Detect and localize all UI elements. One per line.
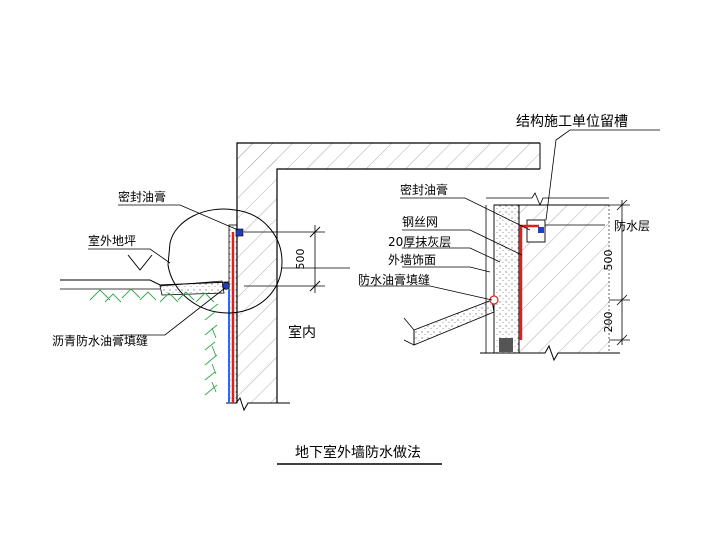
dimension-right [609,199,630,346]
left-detail: 500 密封油膏 室外地坪 沥青防水油膏填缝 室内 [52,142,541,412]
right-detail: 500 200 结构施工单位留槽 密封油膏 钢丝网 20厚抹灰层 外墙饰面 防水… [358,114,660,362]
label-seal-paste: 密封油膏 [118,189,166,204]
label-indoor: 室内 [288,324,316,341]
soil-hatch [89,288,219,396]
right-ground-slab [413,299,495,346]
base-block [499,338,513,352]
dimension-label: 500 [294,249,307,270]
fill-joint-mark [489,295,499,305]
dimension-500-left: 500 [244,225,325,293]
label-steel-mesh: 钢丝网 [402,215,438,229]
leader-lines-left [88,204,350,336]
label-plaster-layer: 20厚抹灰层 [388,235,451,249]
label-outdoor-ground: 室外地坪 [88,233,136,248]
break-mark-bottom [480,344,620,362]
label-waterproof-fill: 防水油膏填缝 [358,272,430,287]
dimension-500-label: 500 [602,250,615,271]
label-structure-groove: 结构施工单位留槽 [516,114,628,130]
wall-structure [226,142,541,412]
leader-lines-right [360,129,660,301]
label-waterproof-layer: 防水层 [614,218,650,233]
drawing-title: 地下室外墙防水做法 [277,444,442,465]
right-wall-structure [518,204,610,353]
label-exterior-finish: 外墙饰面 [388,253,436,267]
right-seal-mark [538,227,544,233]
detail-circle [167,208,283,314]
label-seal-paste-right: 密封油膏 [400,182,448,197]
dimension-200-label: 200 [602,312,615,333]
ground-slab [60,254,230,296]
seal-paste-mark [235,228,244,237]
label-asphalt-fill: 沥青防水油膏填缝 [52,333,148,348]
plaster-layer [493,204,520,354]
break-mark-top [486,192,609,207]
title-text: 地下室外墙防水做法 [295,444,421,461]
